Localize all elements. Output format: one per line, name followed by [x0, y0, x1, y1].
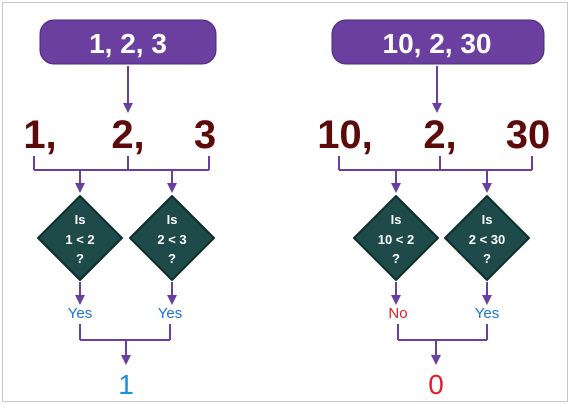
flow-1: 1, 2, 3 1, 2, 3Is 1 < 2? Yes Is 2 < 3? Yes 1 [23, 19, 217, 400]
sequence-number: 10, [317, 113, 373, 157]
decision-line-2: 2 < 3 [157, 232, 186, 247]
decision-line-2: 1 < 2 [65, 232, 94, 247]
decision-answer: Yes [68, 305, 92, 322]
result-value: 1 [118, 369, 134, 400]
decision-line-1: Is [482, 212, 493, 227]
result-value: 0 [428, 369, 444, 400]
decision-diamond-icon [37, 195, 123, 281]
decision-line-3: ? [168, 251, 176, 266]
decision-diamond-icon [444, 195, 530, 281]
decision-line-1: Is [167, 212, 178, 227]
sequence-number: 2, [423, 113, 456, 157]
decision-line-2: 10 < 2 [378, 232, 415, 247]
sequence-number: 2, [111, 113, 144, 157]
sequence-number: 1, [23, 113, 56, 157]
decision-line-2: 2 < 30 [469, 232, 506, 247]
decision-line-3: ? [483, 251, 491, 266]
decision-answer: No [388, 305, 407, 322]
sequence-number: 30 [506, 113, 551, 157]
input-pill-label: 10, 2, 30 [383, 28, 492, 59]
input-pill-label: 1, 2, 3 [89, 28, 167, 59]
decision-diamond-icon [129, 195, 215, 281]
decision-diamond-icon [353, 195, 439, 281]
decision-line-3: ? [392, 251, 400, 266]
input-pill [331, 19, 545, 65]
decision-answer: Yes [158, 305, 182, 322]
decision-answer: Yes [475, 305, 499, 322]
decision-line-1: Is [75, 212, 86, 227]
decision-line-1: Is [391, 212, 402, 227]
decision-line-3: ? [76, 251, 84, 266]
input-pill [39, 19, 217, 65]
sequence-number: 3 [194, 113, 216, 157]
